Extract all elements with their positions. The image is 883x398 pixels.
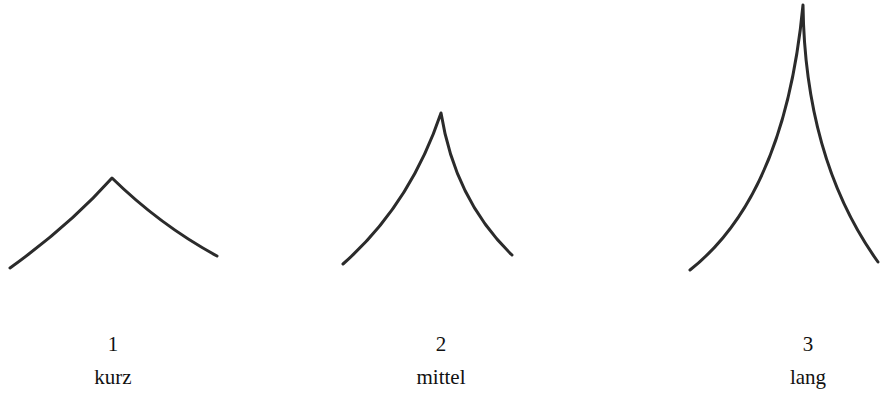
callout-number: 3 — [803, 333, 814, 356]
caption-word: kurz — [94, 366, 131, 389]
long-peak — [690, 5, 878, 270]
caption-word: mittel — [417, 366, 466, 389]
callout-number: 1 — [108, 333, 119, 356]
medium-peak — [343, 113, 512, 264]
caption-word: lang — [790, 366, 826, 389]
short-peak — [10, 178, 217, 268]
callout-number: 2 — [436, 333, 447, 356]
